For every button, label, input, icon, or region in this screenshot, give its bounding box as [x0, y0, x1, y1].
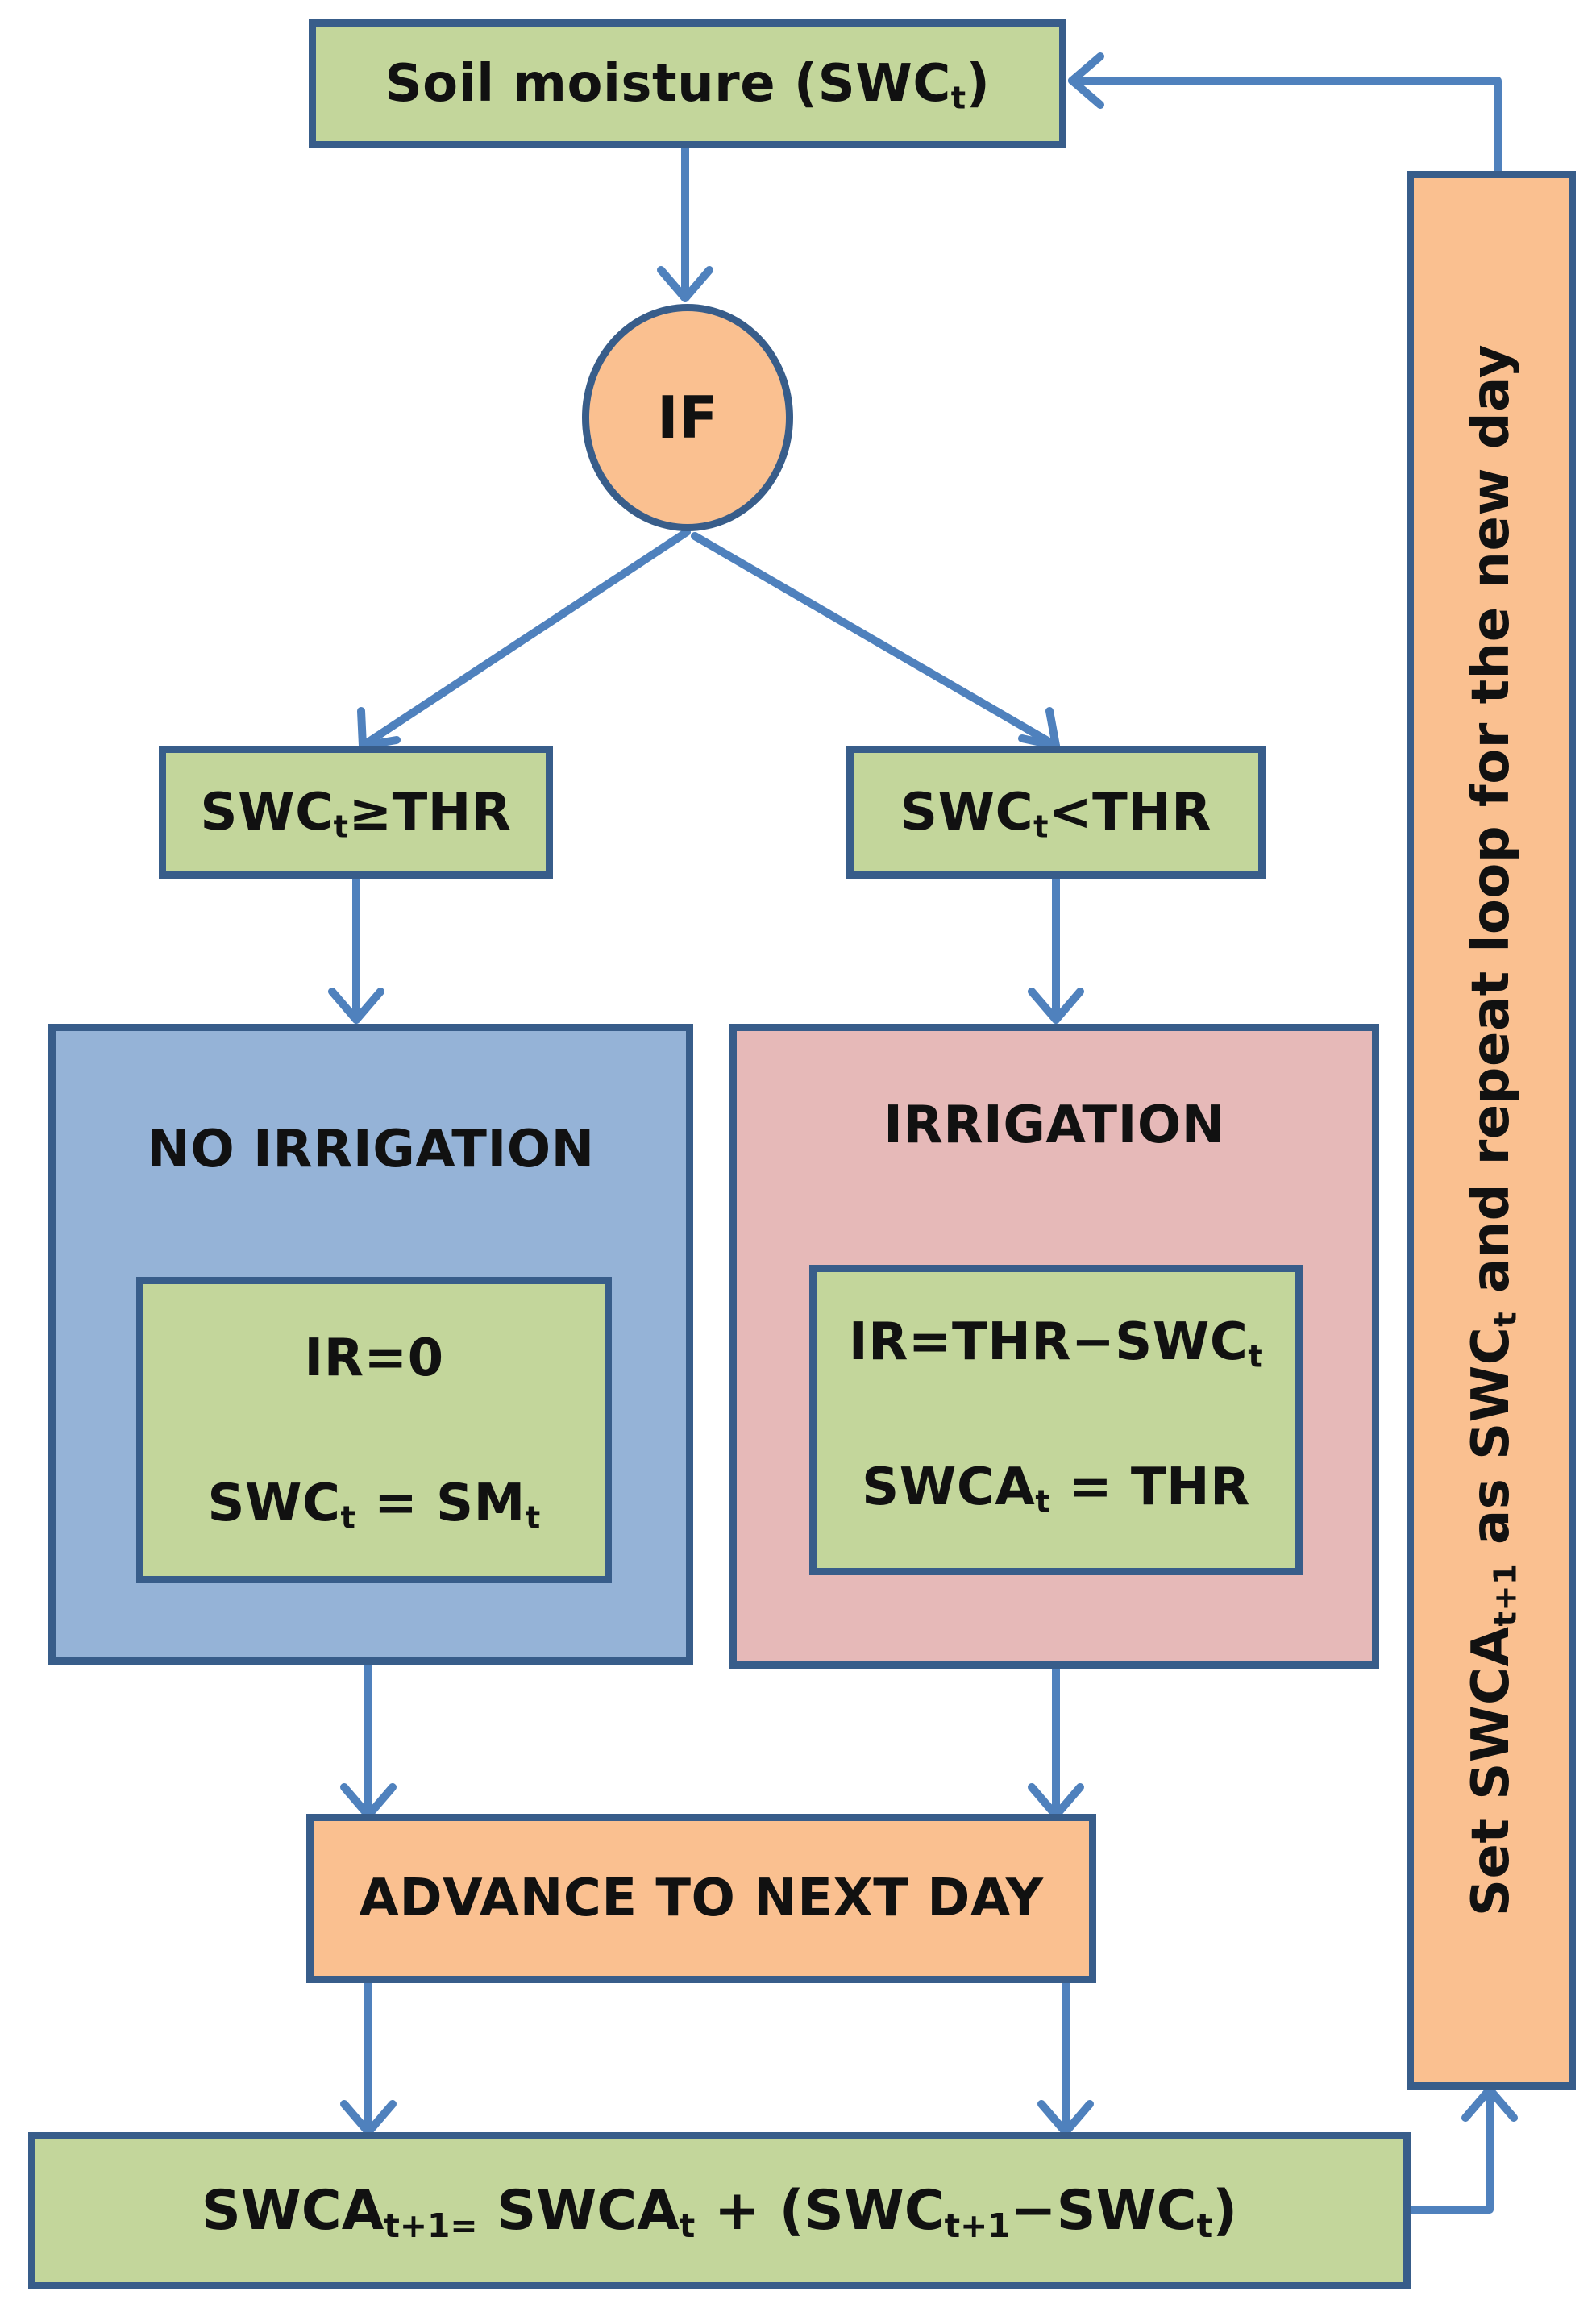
update-formula: SWCAt+1= SWCAt + (SWCt+1−SWCt) [201, 2179, 1238, 2246]
arrowhead-update-to-loop [1461, 2085, 1518, 2122]
arrowhead-lt-to-irr [1028, 988, 1084, 1024]
soil-moisture-label: Soil moisture (SWCt) [384, 54, 991, 117]
condition-lt-label: SWCt<THR [900, 782, 1212, 846]
if-decision-node: IF [582, 304, 793, 531]
advance-box: ADVANCE TO NEXT DAY [306, 1814, 1096, 1983]
condition-ge-box: SWCt≥THR [159, 746, 553, 879]
soil-moisture-box: Soil moisture (SWCt) [309, 19, 1066, 148]
irrigation-box: IRRIGATION IR=THR−SWCt SWCAt = THR [729, 1024, 1379, 1669]
irrigation-swca-formula: SWCAt = THR [862, 1457, 1250, 1520]
arrow-update-to-loop [1405, 2085, 1494, 2214]
update-formula-box: SWCAt+1= SWCAt + (SWCt+1−SWCt) [28, 2132, 1411, 2289]
no-irrigation-box: NO IRRIGATION IR=0 SWCt = SMt [48, 1024, 693, 1665]
condition-lt-box: SWCt<THR [846, 746, 1266, 879]
loop-box: Set SWCAt+1 as SWCt and repeat loop for … [1407, 171, 1576, 2090]
no-irrigation-ir-formula: IR=0 [304, 1329, 444, 1388]
if-label: IF [657, 384, 718, 451]
no-irrigation-formula-box: IR=0 SWCt = SMt [136, 1277, 612, 1583]
irrigation-ir-formula: IR=THR−SWCt [848, 1312, 1264, 1375]
arrow-if-to-lt [691, 532, 1060, 750]
no-irrigation-title: NO IRRIGATION [147, 1120, 595, 1179]
arrowhead-loop-to-soil [1068, 52, 1104, 109]
no-irrigation-swc-formula: SWCt = SMt [207, 1474, 541, 1536]
loop-label: Set SWCAt+1 as SWCt and repeat loop for … [1461, 343, 1524, 1917]
arrow-loop-to-soil [1068, 77, 1502, 175]
condition-ge-label: SWCt≥THR [200, 782, 512, 846]
advance-label: ADVANCE TO NEXT DAY [359, 1869, 1044, 1928]
arrowhead-soil-to-if [657, 266, 713, 302]
irrigation-title: IRRIGATION [883, 1096, 1225, 1155]
arrow-if-to-ge [359, 528, 691, 750]
arrowhead-ge-to-noirr [328, 988, 384, 1024]
irrigation-formula-box: IR=THR−SWCt SWCAt = THR [809, 1265, 1303, 1575]
